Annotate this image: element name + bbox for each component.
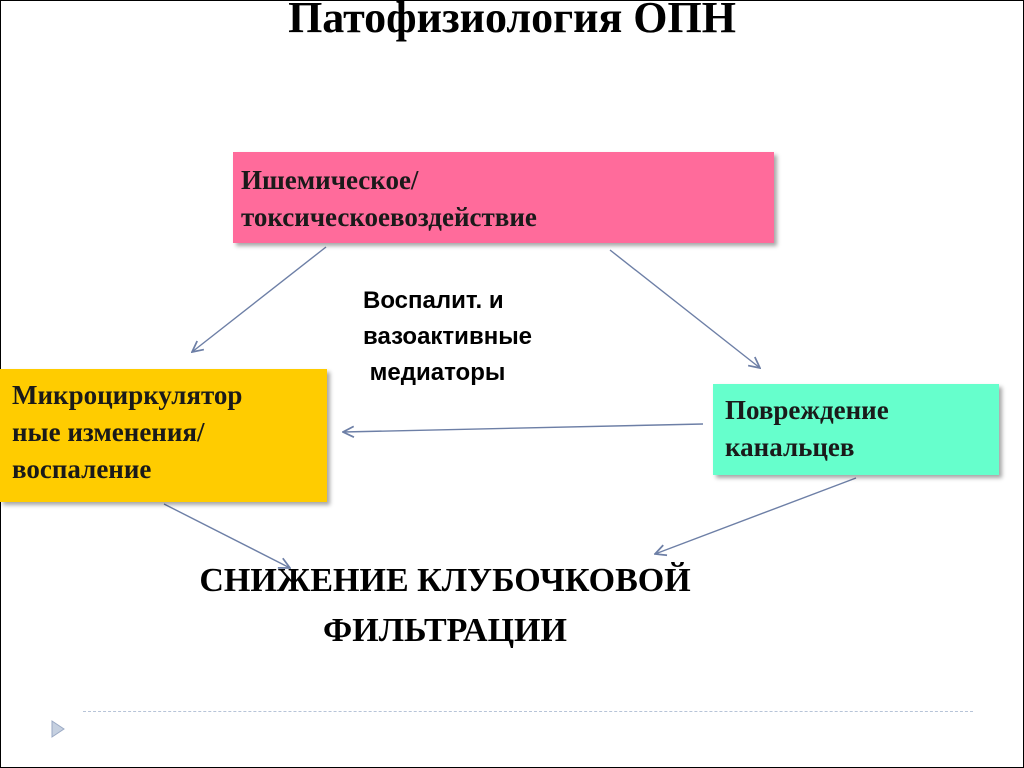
result-line-1: СНИЖЕНИЕ КЛУБОЧКОВОЙ [199,562,691,599]
mediators-line-3: медиаторы [363,359,506,386]
tubule-damage-box: Повреждение канальцев [713,384,999,475]
tubule-line-2: канальцев [725,432,855,462]
micro-line-3: воспаление [12,454,152,484]
microcirculation-box: Микроциркулятор ные изменения/ воспалени… [0,369,327,502]
slide-title: Патофизиология ОПН [288,0,736,42]
ischemic-line-1: Ишемическое/ [241,165,419,195]
result-line-2: ФИЛЬТРАЦИИ [323,612,567,649]
micro-line-2: ные изменения/ [12,417,205,447]
arrow-ischemic-to-micro [192,246,327,352]
ischemic-line-2: токсическоевоздействие [241,202,537,232]
micro-line-1: Микроциркулятор [12,380,243,410]
arrow-ischemic-to-tubule [609,249,760,368]
mediators-line-1: Воспалит. и [363,287,504,314]
mediators-line-2: вазоактивные [363,323,533,350]
mediators-label: Воспалит. и вазоактивные медиаторы [363,283,532,391]
result-label: СНИЖЕНИЕ КЛУБОЧКОВОЙ ФИЛЬТРАЦИИ [130,556,760,656]
triangle-right-icon [51,720,65,738]
arrow-micro-to-result [163,503,290,568]
tubule-line-1: Повреждение [725,395,889,425]
arrow-tubule-to-micro [343,423,704,432]
ischemic-toxic-box: Ишемическое/ токсическоевоздействие [233,152,774,243]
footer-divider [83,711,973,712]
arrow-tubule-to-result [655,477,857,554]
